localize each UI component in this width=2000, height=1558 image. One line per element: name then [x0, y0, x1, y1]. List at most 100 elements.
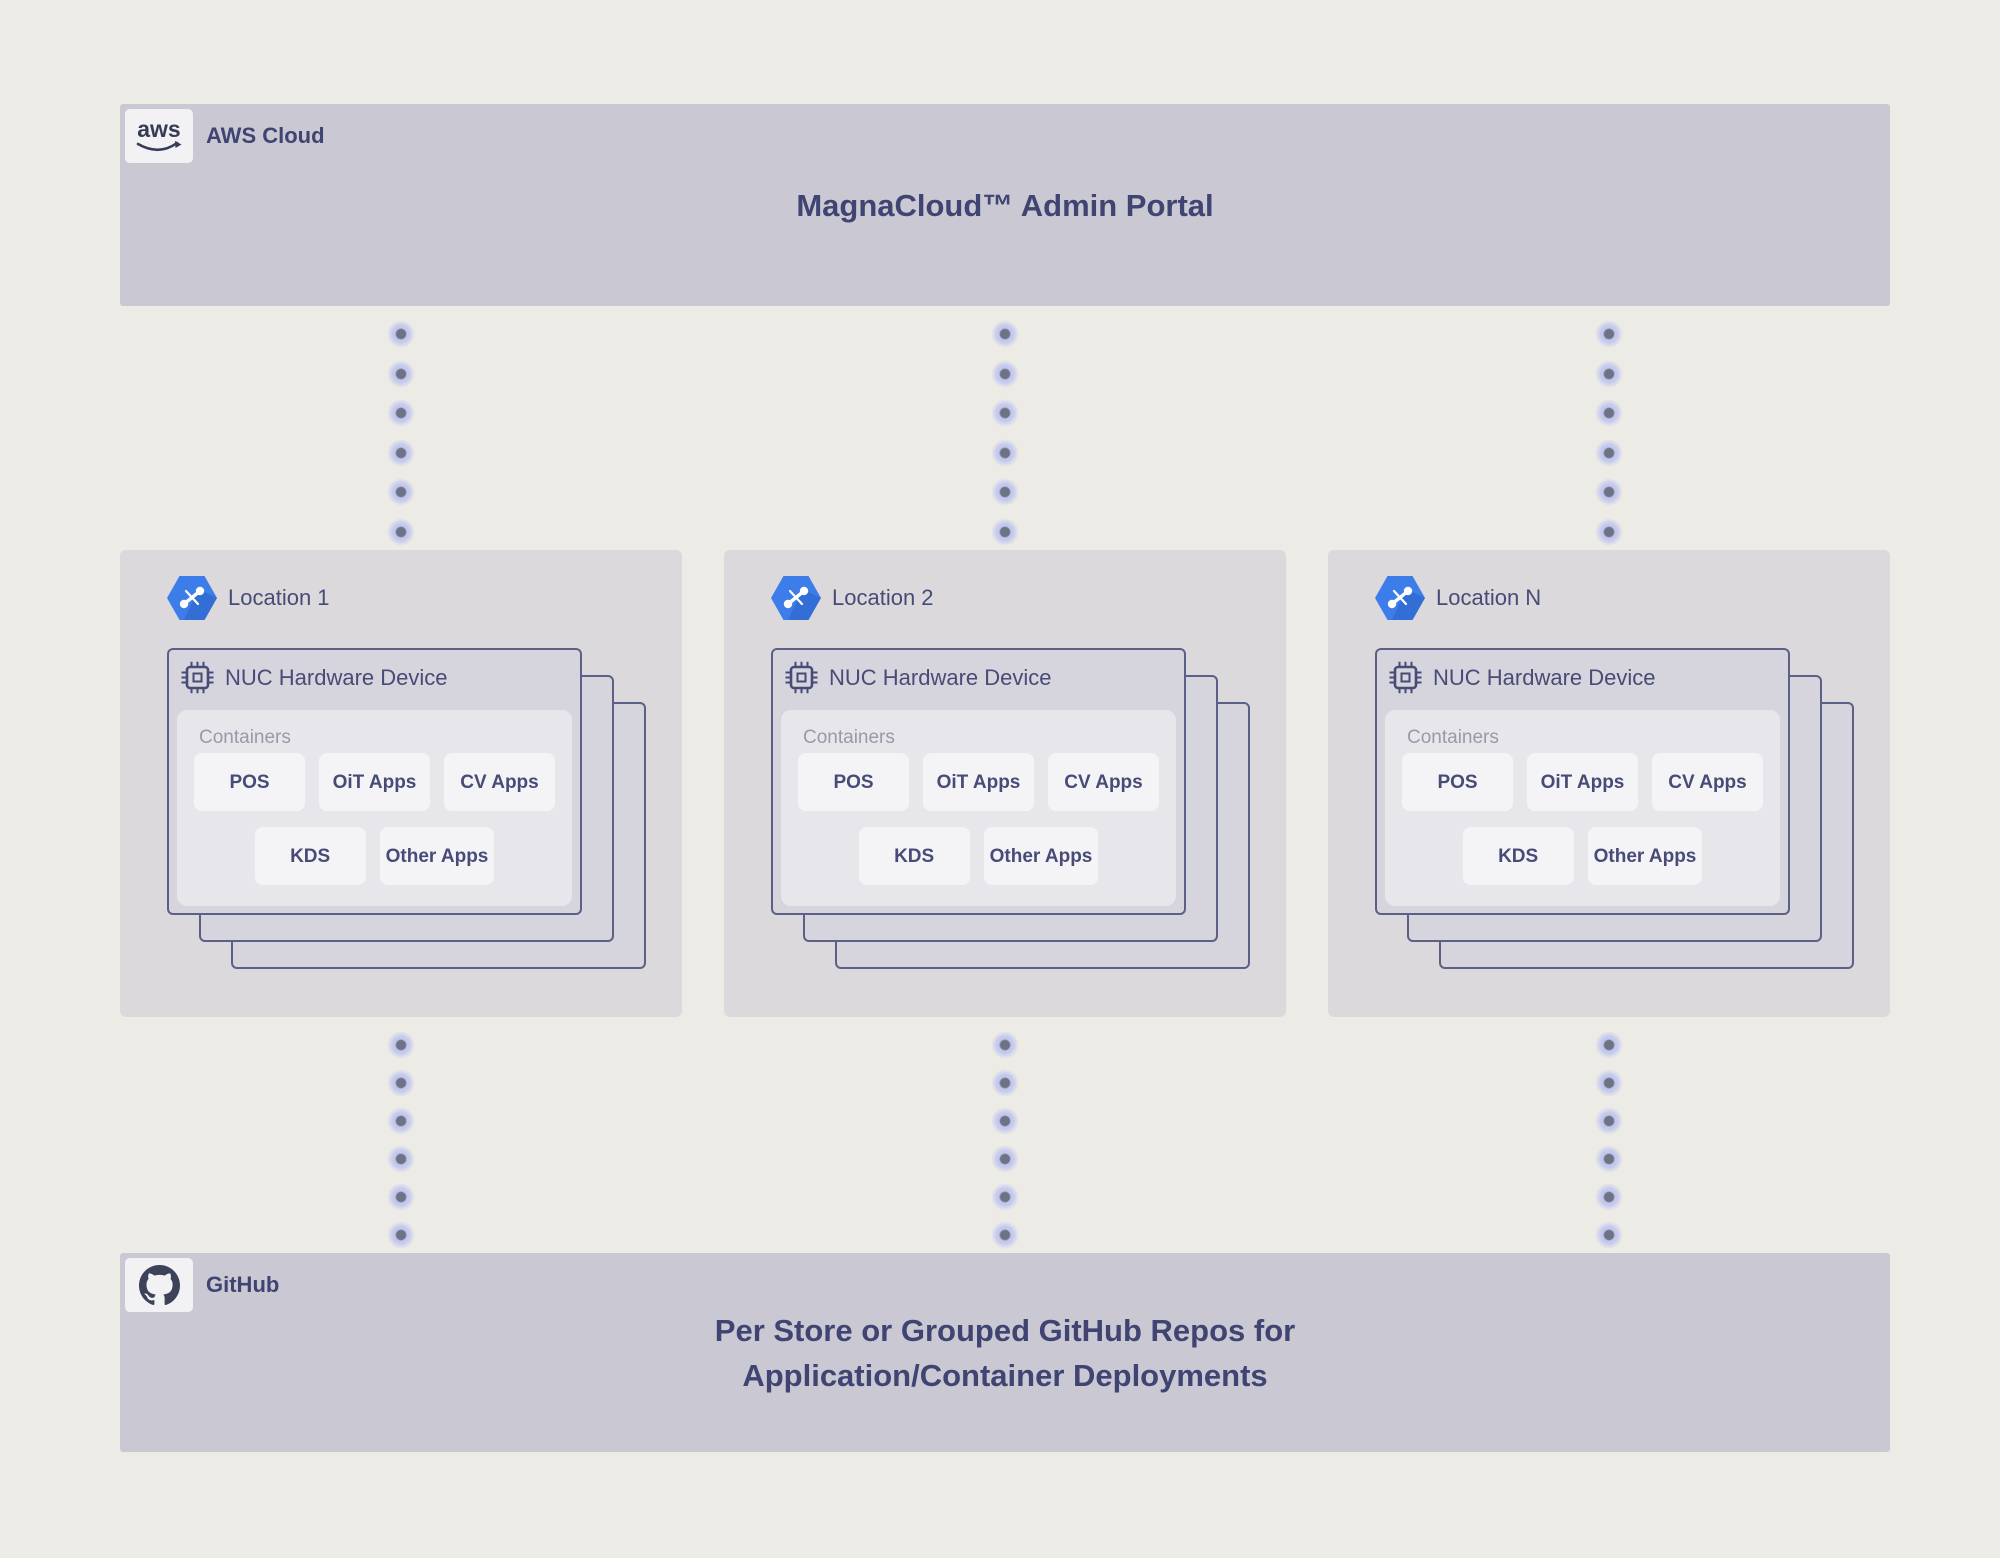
github-section: GitHub Per Store or Grouped GitHub Repos…: [120, 1253, 1890, 1452]
connector-dot: [387, 478, 415, 507]
admin-portal-title: MagnaCloud™ Admin Portal: [120, 104, 1890, 306]
connector-dot: [1595, 320, 1623, 348]
chip-row: KDS Other Apps: [1385, 827, 1780, 885]
github-logo-badge: [125, 1258, 193, 1312]
nuc-device-header: NUC Hardware Device: [783, 661, 1052, 694]
connector-dot: [1595, 517, 1623, 546]
chip-row: KDS Other Apps: [177, 827, 572, 885]
container-chip-cv-apps: CV Apps: [1048, 753, 1159, 811]
connector-dot: [1595, 359, 1623, 388]
connector-dot: [387, 1183, 415, 1211]
location-card-1: Location 1 NUC Hardware Device: [120, 550, 682, 1017]
dotted-connector-top-1: [387, 306, 415, 550]
container-chip-oit-apps: OiT Apps: [1527, 753, 1638, 811]
location-header: Location 2: [771, 576, 934, 620]
aws-logo-badge: aws: [125, 109, 193, 163]
containers-label: Containers: [199, 727, 291, 748]
location-label: Location 2: [832, 585, 934, 610]
containers-panel: Containers POS OiT Apps CV Apps KDS Othe…: [781, 710, 1176, 906]
container-chip-oit-apps: OiT Apps: [923, 753, 1034, 811]
connector-dot: [387, 438, 415, 467]
connector-dot: [1595, 1031, 1623, 1059]
dotted-connector-bottom-3: [1595, 1017, 1623, 1253]
connector-dot: [991, 1145, 1019, 1173]
connector-dot: [991, 517, 1019, 546]
container-chip-pos: POS: [1402, 753, 1513, 811]
container-chip-other-apps: Other Apps: [983, 827, 1099, 885]
chip-row: KDS Other Apps: [781, 827, 1176, 885]
admin-portal-title-text: MagnaCloud™ Admin Portal: [796, 187, 1214, 223]
nuc-device-header: NUC Hardware Device: [179, 661, 448, 694]
connector-dot: [1595, 1145, 1623, 1173]
location-label: Location N: [1436, 585, 1542, 610]
connector-dot: [387, 359, 415, 388]
nuc-device-title: NUC Hardware Device: [829, 664, 1052, 690]
connector-dot: [991, 399, 1019, 428]
connector-dot: [1595, 399, 1623, 428]
location-card-2: Location 2 NUC Hardware Device: [724, 550, 1286, 1017]
connector-dot: [1595, 478, 1623, 507]
aws-cloud-section: aws AWS Cloud MagnaCloud™ Admin Portal: [120, 104, 1890, 306]
containers-label: Containers: [803, 727, 895, 748]
location-header: Location 1: [167, 576, 330, 620]
containers-label: Containers: [1407, 727, 1499, 748]
nuc-device-stack: NUC Hardware Device Containers POS OiT A…: [1375, 648, 1855, 978]
containers-panel: Containers POS OiT Apps CV Apps KDS Othe…: [1385, 710, 1780, 906]
aws-cloud-label: AWS Cloud: [206, 123, 325, 148]
container-chip-other-apps: Other Apps: [379, 827, 495, 885]
container-chip-kds: KDS: [1462, 827, 1574, 885]
chip-row: POS OiT Apps CV Apps: [177, 753, 572, 811]
nuc-device-card: NUC Hardware Device Containers POS OiT A…: [771, 648, 1186, 915]
cpu-icon: [1389, 661, 1422, 694]
connector-dot: [387, 320, 415, 348]
connector-dot: [1595, 1183, 1623, 1211]
connector-dot: [991, 478, 1019, 507]
connector-dot: [991, 359, 1019, 388]
connector-dot: [1595, 1107, 1623, 1135]
container-chip-cv-apps: CV Apps: [444, 753, 555, 811]
connector-dot: [387, 517, 415, 546]
container-chip-kds: KDS: [858, 827, 970, 885]
dotted-connector-top-2: [991, 306, 1019, 550]
nuc-device-stack: NUC Hardware Device Containers POS OiT A…: [167, 648, 647, 978]
dotted-connector-bottom-1: [387, 1017, 415, 1253]
github-title: Per Store or Grouped GitHub Repos for Ap…: [120, 1253, 1890, 1452]
connector-dot: [387, 1069, 415, 1097]
connector-dot: [387, 1031, 415, 1059]
connector-dot: [991, 1183, 1019, 1211]
network-icon: [167, 576, 217, 620]
github-label: GitHub: [206, 1272, 280, 1297]
connector-dot: [991, 320, 1019, 348]
nuc-device-title: NUC Hardware Device: [1433, 664, 1656, 690]
aws-logo-text: aws: [137, 116, 180, 142]
nuc-device-stack: NUC Hardware Device Containers POS OiT A…: [771, 648, 1251, 978]
nuc-device-card: NUC Hardware Device Containers POS OiT A…: [1375, 648, 1790, 915]
connector-dot: [991, 1107, 1019, 1135]
cpu-icon: [785, 661, 818, 694]
dotted-connector-bottom-2: [991, 1017, 1019, 1253]
connector-dot: [991, 1221, 1019, 1249]
connector-dot: [991, 1031, 1019, 1059]
connector-dot: [1595, 1069, 1623, 1097]
github-title-line-2: Application/Container Deployments: [742, 1357, 1268, 1393]
connector-dot: [1595, 438, 1623, 467]
nuc-device-card: NUC Hardware Device Containers POS OiT A…: [167, 648, 582, 915]
aws-logo-icon: aws: [136, 116, 182, 152]
container-chip-pos: POS: [798, 753, 909, 811]
connector-dot: [387, 1221, 415, 1249]
connector-dot: [387, 1145, 415, 1173]
container-chip-oit-apps: OiT Apps: [319, 753, 430, 811]
connector-dot: [991, 1069, 1019, 1097]
nuc-device-title: NUC Hardware Device: [225, 664, 448, 690]
network-icon: [1375, 576, 1425, 620]
container-chip-pos: POS: [194, 753, 305, 811]
github-logo-icon: [138, 1264, 180, 1305]
connector-dot: [991, 438, 1019, 467]
dotted-connector-top-3: [1595, 306, 1623, 550]
location-label: Location 1: [228, 585, 330, 610]
github-title-line-1: Per Store or Grouped GitHub Repos for: [714, 1312, 1296, 1348]
nuc-device-header: NUC Hardware Device: [1387, 661, 1656, 694]
container-chip-kds: KDS: [254, 827, 366, 885]
container-chip-cv-apps: CV Apps: [1652, 753, 1763, 811]
